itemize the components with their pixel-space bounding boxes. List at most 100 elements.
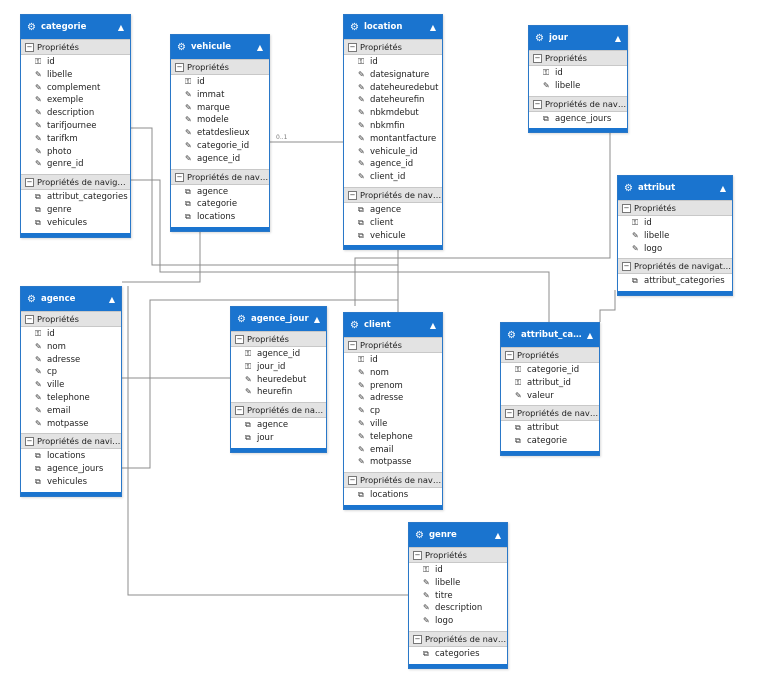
property-row[interactable]: ✎agence_id: [171, 153, 269, 166]
collapse-section-icon[interactable]: −: [235, 335, 244, 344]
collapse-section-icon[interactable]: −: [25, 437, 34, 447]
collapse-chevron-icon[interactable]: ▲: [429, 22, 436, 32]
property-row[interactable]: ✎adresse: [21, 354, 121, 367]
property-row[interactable]: ✎cp: [21, 366, 121, 379]
properties-section-header[interactable]: −Propriétés: [21, 311, 121, 327]
navigation-row[interactable]: ⧉vehicules: [21, 476, 121, 489]
entity-header[interactable]: ⚙attribut_categ...▲: [501, 323, 599, 347]
collapse-section-icon[interactable]: −: [622, 204, 631, 213]
entity-genre[interactable]: ⚙genre▲−Propriétés⚿id✎libelle✎titre✎desc…: [408, 522, 508, 669]
properties-section-header[interactable]: −Propriétés: [501, 347, 599, 363]
property-row[interactable]: ✎ville: [344, 418, 442, 431]
property-row[interactable]: ✎email: [21, 405, 121, 418]
property-row[interactable]: ✎ville: [21, 379, 121, 392]
property-row[interactable]: ✎marque: [171, 102, 269, 115]
property-row[interactable]: ⚿id: [21, 328, 121, 341]
navigation-section-header[interactable]: −Propriétés de navig...: [529, 95, 627, 112]
properties-section-header[interactable]: −Propriétés: [21, 39, 130, 55]
collapse-section-icon[interactable]: −: [175, 63, 184, 72]
property-row[interactable]: ✎cp: [344, 405, 442, 418]
property-row[interactable]: ✎photo: [21, 146, 130, 159]
property-row[interactable]: ✎libelle: [21, 69, 130, 82]
collapse-section-icon[interactable]: −: [348, 341, 357, 350]
properties-section-header[interactable]: −Propriétés: [231, 331, 326, 347]
property-row[interactable]: ✎exemple: [21, 94, 130, 107]
property-row[interactable]: ✎agence_id: [344, 158, 442, 171]
property-row[interactable]: ✎heurefin: [231, 386, 326, 399]
collapse-section-icon[interactable]: −: [348, 476, 357, 486]
navigation-row[interactable]: ⧉agence: [171, 186, 269, 199]
navigation-row[interactable]: ⧉categorie: [171, 198, 269, 211]
property-row[interactable]: ✎dateheurefin: [344, 94, 442, 107]
collapse-chevron-icon[interactable]: ▲: [586, 330, 593, 340]
property-row[interactable]: ✎montantfacture: [344, 133, 442, 146]
navigation-section-header[interactable]: −Propriétés de navig...: [21, 433, 121, 450]
entity-header[interactable]: ⚙genre▲: [409, 523, 507, 547]
property-row[interactable]: ✎modele: [171, 114, 269, 127]
collapse-section-icon[interactable]: −: [348, 43, 357, 52]
navigation-row[interactable]: ⧉genre: [21, 204, 130, 217]
navigation-section-header[interactable]: −Propriétés de navig...: [344, 186, 442, 203]
property-row[interactable]: ⚿id: [171, 76, 269, 89]
entity-header[interactable]: ⚙categorie▲: [21, 15, 130, 39]
navigation-section-header[interactable]: −Propriétés de navig...: [409, 630, 507, 647]
properties-section-header[interactable]: −Propriétés: [171, 59, 269, 75]
property-row[interactable]: ✎description: [21, 107, 130, 120]
navigation-row[interactable]: ⧉locations: [344, 489, 442, 502]
property-row[interactable]: ✎nom: [21, 341, 121, 354]
collapse-section-icon[interactable]: −: [533, 99, 542, 109]
property-row[interactable]: ⚿categorie_id: [501, 364, 599, 377]
property-row[interactable]: ✎tarifkm: [21, 133, 130, 146]
entity-header[interactable]: ⚙agence_jour▲: [231, 307, 326, 331]
navigation-section-header[interactable]: −Propriétés de navigation: [618, 258, 732, 275]
navigation-row[interactable]: ⧉attribut_categories: [21, 191, 130, 204]
property-row[interactable]: ⚿id: [618, 217, 732, 230]
collapse-chevron-icon[interactable]: ▲: [313, 314, 320, 324]
collapse-chevron-icon[interactable]: ▲: [256, 42, 263, 52]
navigation-row[interactable]: ⧉locations: [21, 450, 121, 463]
entity-vehicule[interactable]: ⚙vehicule▲−Propriétés⚿id✎immat✎marque✎mo…: [170, 34, 270, 232]
property-row[interactable]: ✎categorie_id: [171, 140, 269, 153]
navigation-row[interactable]: ⧉categories: [409, 648, 507, 661]
entity-header[interactable]: ⚙client▲: [344, 313, 442, 337]
entity-header[interactable]: ⚙vehicule▲: [171, 35, 269, 59]
navigation-section-header[interactable]: −Propriétés de navig...: [344, 472, 442, 489]
property-row[interactable]: ⚿id: [344, 56, 442, 69]
property-row[interactable]: ✎immat: [171, 89, 269, 102]
collapse-chevron-icon[interactable]: ▲: [429, 320, 436, 330]
collapse-section-icon[interactable]: −: [25, 178, 34, 188]
properties-section-header[interactable]: −Propriétés: [344, 337, 442, 353]
collapse-chevron-icon[interactable]: ▲: [117, 22, 124, 32]
navigation-section-header[interactable]: −Propriétés de navigati...: [21, 174, 130, 191]
property-row[interactable]: ✎nbkmdebut: [344, 107, 442, 120]
collapse-section-icon[interactable]: −: [413, 551, 422, 560]
property-row[interactable]: ✎complement: [21, 82, 130, 95]
properties-section-header[interactable]: −Propriétés: [618, 200, 732, 216]
entity-client[interactable]: ⚙client▲−Propriétés⚿id✎nom✎prenom✎adress…: [343, 312, 443, 510]
property-row[interactable]: ✎libelle: [409, 577, 507, 590]
property-row[interactable]: ✎motpasse: [344, 456, 442, 469]
navigation-row[interactable]: ⧉agence: [344, 204, 442, 217]
collapse-section-icon[interactable]: −: [235, 406, 244, 416]
property-row[interactable]: ✎nbkmfin: [344, 120, 442, 133]
entity-header[interactable]: ⚙agence▲: [21, 287, 121, 311]
entity-agence-jour[interactable]: ⚙agence_jour▲−Propriétés⚿agence_id⚿jour_…: [230, 306, 327, 453]
property-row[interactable]: ✎nom: [344, 367, 442, 380]
property-row[interactable]: ✎dateheuredebut: [344, 82, 442, 95]
property-row[interactable]: ⚿attribut_id: [501, 377, 599, 390]
properties-section-header[interactable]: −Propriétés: [344, 39, 442, 55]
property-row[interactable]: ✎logo: [618, 243, 732, 256]
property-row[interactable]: ✎logo: [409, 615, 507, 628]
collapse-section-icon[interactable]: −: [25, 43, 34, 52]
collapse-section-icon[interactable]: −: [505, 409, 514, 419]
property-row[interactable]: ✎etatdeslieux: [171, 127, 269, 140]
collapse-section-icon[interactable]: −: [348, 190, 357, 200]
property-row[interactable]: ✎datesignature: [344, 69, 442, 82]
entity-attribut[interactable]: ⚙attribut▲−Propriétés⚿id✎libelle✎logo−Pr…: [617, 175, 733, 297]
entity-header[interactable]: ⚙jour▲: [529, 26, 627, 50]
property-row[interactable]: ✎description: [409, 602, 507, 615]
property-row[interactable]: ✎motpasse: [21, 418, 121, 431]
properties-section-header[interactable]: −Propriétés: [409, 547, 507, 563]
collapse-section-icon[interactable]: −: [25, 315, 34, 324]
entity-agence[interactable]: ⚙agence▲−Propriétés⚿id✎nom✎adresse✎cp✎vi…: [20, 286, 122, 497]
